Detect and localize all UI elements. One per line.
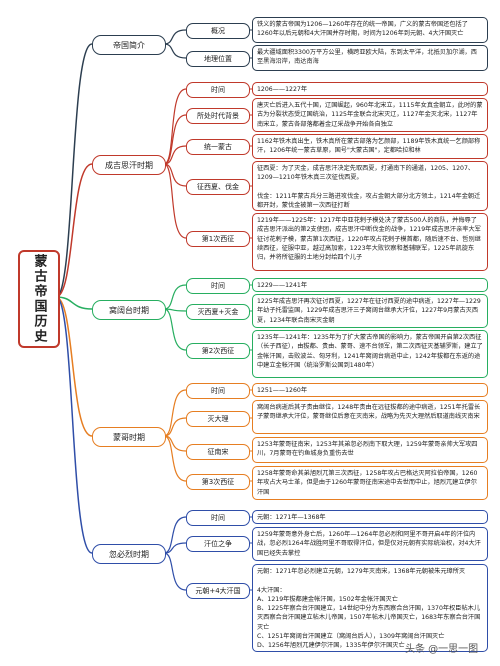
- label-third-western-expedition: 第3次西征: [186, 474, 250, 490]
- label-xixia-jin: 征西夏、伐金: [186, 179, 250, 195]
- label-xixia-jin-destroy: 灭西夏+灭金: [186, 304, 250, 320]
- label-text: 元朝+4大汗国: [195, 587, 241, 595]
- box-southern-song: 1253年蒙哥征南宋，1253年其弟忽必烈南下取大理，1259年蒙哥亲帅大军攻四…: [252, 437, 488, 463]
- label-first-western-expedition: 第1次西征: [186, 231, 250, 247]
- section-empire-intro: 帝国简介: [92, 35, 166, 55]
- label-southern-song: 征南宋: [186, 444, 250, 460]
- label-text: 地理位置: [204, 55, 232, 63]
- section-mongke: 蒙哥时期: [92, 427, 166, 447]
- box-kublai-time: 元朝：1271年—1368年: [252, 510, 488, 524]
- box-mongke-time: 1251——1260年: [252, 383, 488, 397]
- box-yuan-khanates: 元朝：1271年忽必烈建立元朝，1279年灭南宋，1368年元朝被朱元璋所灭 4…: [252, 564, 488, 652]
- box-overview: 铁义的蒙古帝国为1206—1260年存在的统一帝国，广义的蒙古帝国还包括了126…: [252, 17, 488, 43]
- label-text: 灭西夏+灭金: [197, 308, 239, 316]
- label-succession-war: 汗位之争: [186, 536, 250, 552]
- label-yuan-khanates: 元朝+4大汗国: [186, 583, 250, 599]
- label-geography: 地理位置: [186, 51, 250, 67]
- watermark: 头条 @一思一图: [405, 644, 479, 655]
- section-ogedei: 窝阔台时期: [92, 300, 166, 320]
- section-label: 窝阔台时期: [109, 305, 149, 315]
- label-text: 时间: [211, 282, 225, 290]
- label-text: 灭大理: [207, 415, 229, 423]
- box-third-western-expedition: 1258年蒙哥命其弟旭烈兀第三次西征，1258年攻占巴格达灭阿拉伯帝国，1260…: [252, 466, 488, 500]
- section-label: 成吉思汗时期: [105, 160, 153, 170]
- label-text: 第3次西征: [201, 478, 235, 486]
- box-genghis-time: 1206——1227年: [252, 82, 488, 96]
- label-second-western-expedition: 第2次西征: [186, 343, 250, 359]
- label-unify-mongolia: 统一蒙古: [186, 139, 250, 155]
- label-ogedei-time: 时间: [186, 278, 250, 294]
- box-xixia-jin: 征西夏：为了灭金，成吉思汗决定先取西夏，打通南下的通道，1205、1207、12…: [252, 161, 488, 211]
- section-kublai: 忽必烈时期: [92, 544, 166, 564]
- label-text: 时间: [211, 514, 225, 522]
- root-node: 蒙古帝国历史: [18, 250, 60, 348]
- section-label: 蒙哥时期: [113, 432, 145, 442]
- box-geography: 最大疆域面积3300万平方公里，横跨亚欧大陆，东到太平洋，北抵贝加尔湖，西至黑海…: [252, 45, 488, 71]
- label-kublai-time: 时间: [186, 510, 250, 526]
- box-succession-war: 1259年蒙哥意外身亡后，1260年—1264年忽必烈和阿里不哥开启4年的汗位内…: [252, 527, 488, 561]
- box-dali: 窝阔台病逝后其子贵由继位，1248年贵由在远征拔都的途中病逝，1251年托雷长子…: [252, 400, 488, 434]
- section-genghis-khan: 成吉思汗时期: [92, 155, 166, 175]
- box-background: 唐灭亡后进入五代十国，辽国崛起，960年北宋立，1115年女真金朝立，此时的蒙古…: [252, 98, 488, 132]
- label-text: 概况: [211, 27, 225, 35]
- label-text: 所处时代背景: [197, 112, 239, 120]
- box-unify-mongolia: 1162年铁木真出生，铁木真所在蒙古部落为乞颜部，1189年铁木真统一乞颜部称汗…: [252, 134, 488, 159]
- label-text: 征南宋: [207, 448, 229, 456]
- section-label: 忽必烈时期: [109, 549, 149, 559]
- label-overview: 概况: [186, 23, 250, 39]
- box-first-western-expedition: 1219年——1225年：1217年中亚花剌子模处决了蒙古500人的商队，并侮辱…: [252, 213, 488, 271]
- label-text: 时间: [211, 387, 225, 395]
- label-background: 所处时代背景: [186, 108, 250, 124]
- label-text: 时间: [211, 86, 225, 94]
- label-text: 第2次西征: [201, 347, 235, 355]
- box-ogedei-time: 1229——1241年: [252, 278, 488, 292]
- box-xixia-jin-destroy: 1225年成吉思汗再次征讨西夏，1227年在征讨西夏的途中病逝，1227年—12…: [252, 294, 488, 328]
- section-label: 帝国简介: [113, 40, 145, 50]
- label-text: 征西夏、伐金: [197, 183, 239, 191]
- label-text: 统一蒙古: [204, 143, 232, 151]
- label-dali: 灭大理: [186, 411, 250, 427]
- box-second-western-expedition: 1235年—1241年：1235年为了扩大蒙古帝国的影响力，蒙古帝国开启第2次西…: [252, 330, 488, 378]
- label-text: 汗位之争: [204, 540, 232, 548]
- label-mongke-time: 时间: [186, 383, 250, 399]
- label-text: 第1次西征: [201, 235, 235, 243]
- root-label: 蒙古帝国历史: [31, 254, 47, 344]
- label-genghis-time: 时间: [186, 82, 250, 98]
